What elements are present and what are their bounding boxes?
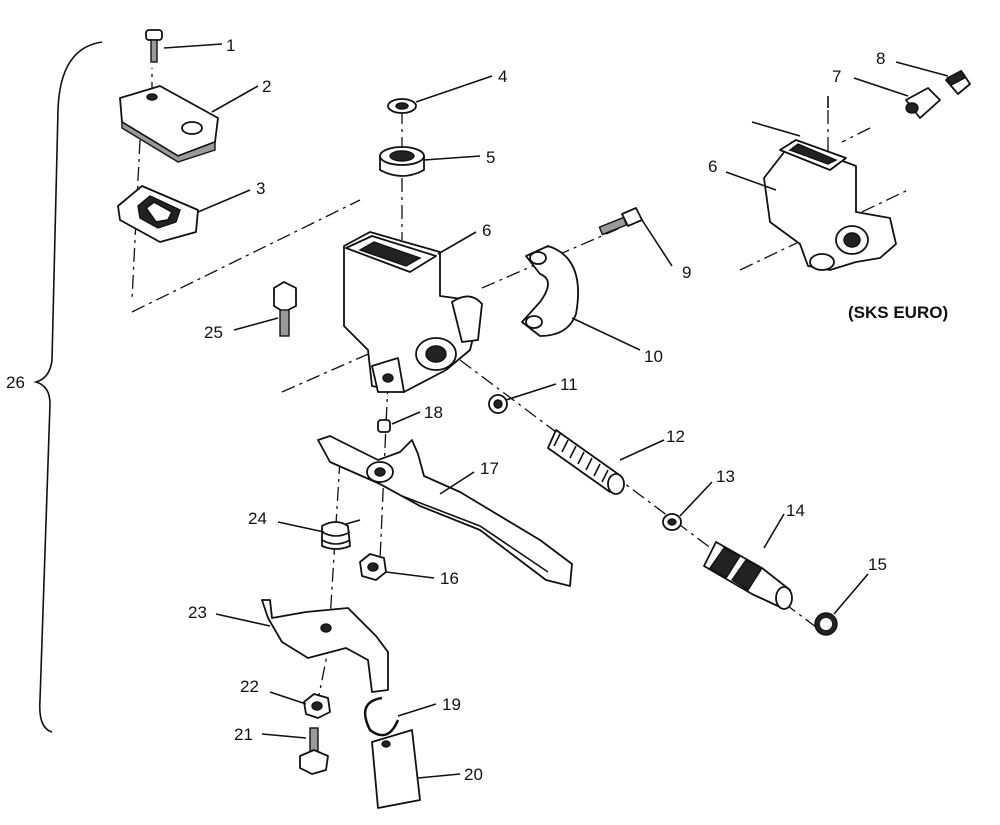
callout-3: 3 [256,179,265,198]
part-18-bushing [377,419,391,433]
part-5-bushing [379,146,425,177]
callout-5: 5 [486,148,495,167]
callout-18: 18 [424,403,443,422]
callout-11: 11 [560,375,578,394]
callout-22: 22 [240,677,259,696]
part-1-screw [145,29,163,63]
part-2-cover [119,85,219,163]
part-17-lever [317,435,573,587]
part-6-master-cylinder [343,231,483,393]
part-11-washer [488,394,508,414]
part-8-cap [945,69,971,95]
callout-12: 12 [666,427,685,446]
callout-labels: 1 2 3 4 5 6 6 7 8 9 10 11 12 13 14 15 16… [6,36,948,784]
part-15-o-ring [814,612,838,636]
callout-14: 14 [786,501,805,520]
callout-20: 20 [464,765,483,784]
callout-13: 13 [716,467,735,486]
part-7-fitting [905,87,941,119]
callout-25: 25 [204,323,223,342]
callout-26: 26 [6,373,25,392]
part-3-diaphragm [117,185,199,243]
leader-lines [163,43,949,779]
part-10-clamp [521,245,579,337]
callout-16: 16 [440,569,459,588]
part-13-washer [662,513,682,531]
part-6-master-cylinder-euro [763,139,897,271]
callout-6: 6 [482,221,491,240]
part-21-bolt [299,727,329,775]
callout-23: 23 [188,603,207,622]
callout-19: 19 [442,695,461,714]
assembly-bracket [33,41,103,733]
part-16-nut [359,553,387,581]
part-4-washer [387,98,417,114]
callout-10: 10 [644,347,663,366]
callout-24: 24 [248,509,267,528]
part-12-spring [547,429,625,495]
part-20-tag [371,729,421,809]
callout-4: 4 [498,67,507,86]
variant-note: (SKS EURO) [848,303,948,322]
callout-1: 1 [226,36,235,55]
part-24-spring [321,519,361,550]
part-25-pivot-bolt [273,281,297,337]
part-22-nut [303,693,331,719]
callout-6-euro: 6 [708,157,717,176]
part-23-bracket [261,599,389,693]
callout-2: 2 [262,77,271,96]
callout-15: 15 [868,555,887,574]
part-19-ring [363,696,400,737]
callout-17: 17 [480,459,499,478]
part-14-piston [703,541,793,610]
callout-8: 8 [876,49,885,68]
callout-7: 7 [832,67,841,86]
callout-21: 21 [234,725,253,744]
part-9-clamp-bolt [598,207,643,236]
callout-9: 9 [682,263,691,282]
